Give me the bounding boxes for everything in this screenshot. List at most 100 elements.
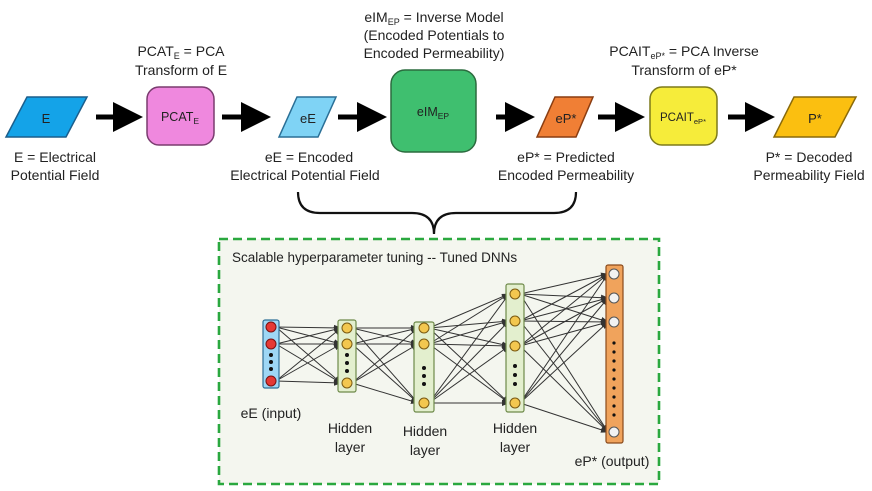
nn-edge-hidden2-1-to-hidden3-1 [428,320,510,345]
nn-node-output-1 [608,292,620,304]
nn-node-hidden2-2 [418,397,430,409]
nn-edge-hidden2-2-to-hidden3-2 [428,345,510,404]
caption-ee-line1: eE = Encoded [265,149,353,165]
nn-edge-hidden2-0-to-hidden3-1 [428,318,510,329]
node-p-shape [772,96,858,138]
nn-ellipsis-dot-output-6 [612,395,616,399]
output-layer-label: eP* (output) [575,453,650,469]
nn-edge-hidden3-3-to-output-1 [519,297,609,404]
nn-edge-hidden3-3-to-output-0 [519,273,609,404]
nn-edge-input-2-to-hidden1-0 [275,327,342,382]
caption-pcat-line1: PCATE = PCA [137,43,225,61]
nn-ellipsis-dot-hidden1-1 [345,361,349,365]
caption-e-line2: Potential Field [11,167,100,183]
nn-node-hidden3-3 [509,397,521,409]
caption-ep-line1: eP* = Predicted [517,149,615,165]
nn-ellipsis-dot-output-2 [612,359,616,363]
nn-ellipsis-dot-output-3 [612,368,616,372]
nn-node-input-0 [265,321,277,333]
nn-edge-hidden3-2-to-output-1 [519,297,609,347]
nn-ellipsis-dot-hidden2-0 [422,366,426,370]
nn-edge-hidden3-0-to-output-1 [519,293,609,301]
node-ee-label: eE [300,111,316,126]
nn-node-hidden2-1 [418,338,430,350]
node-ep-shape [535,96,595,138]
caption-p-line2: Permeability Field [753,167,864,183]
dnn-box [217,237,661,486]
nn-ellipsis-dot-output-8 [612,413,616,417]
nn-edge-hidden1-2-to-hidden2-2 [351,382,419,404]
nn-edge-hidden3-3-to-output-3 [519,402,609,433]
nn-edge-input-2-to-hidden1-1 [275,343,342,382]
node-e-shape [4,96,89,138]
nn-node-hidden3-2 [509,340,521,352]
nn-edge-hidden2-2-to-hidden3-1 [428,320,510,404]
nn-edge-hidden2-2-to-hidden3-0 [428,293,510,404]
nn-ellipsis-dot-output-1 [612,350,616,354]
caption-pcait-line2: Transform of eP* [631,62,737,78]
nn-node-hidden3-0 [509,288,521,300]
node-ee-shape [277,96,338,138]
input-layer-label: eE (input) [241,405,302,421]
caption-ee-line2: Electrical Potential Field [230,167,379,183]
caption-eim-line3: Encoded Permeability) [364,45,505,61]
nn-edge-hidden3-3-to-output-2 [519,321,609,404]
nn-ellipsis-dot-output-7 [612,404,616,408]
nn-node-hidden3-1 [509,315,521,327]
nn-ellipsis-dot-hidden1-0 [345,353,349,357]
node-ep-label: eP* [556,111,577,126]
caption-p-line1: P* = Decoded [766,149,853,165]
node-pcat-shape [146,86,215,146]
nn-ellipsis-dot-output-4 [612,377,616,381]
nn-edge-hidden1-2-to-hidden2-0 [351,327,419,384]
hidden-layer-1-label-line2: layer [335,439,366,455]
node-eim-label: eIMEP [417,105,450,121]
nn-ellipsis-dot-input-0 [269,353,273,357]
nn-node-output-2 [608,316,620,328]
hidden-layer-1-label-line1: Hidden [328,420,372,436]
nn-ellipsis-dot-hidden2-2 [422,382,426,386]
nn-edges [275,272,609,433]
hidden-layer-2-label-line2: layer [410,442,441,458]
nn-edge-hidden3-2-to-output-0 [519,273,609,347]
nn-edge-input-1-to-hidden1-2 [275,343,342,384]
nn-node-input-2 [265,375,277,387]
caption-eim-line1: eIMEP = Inverse Model [364,9,503,27]
nn-edge-hidden3-0-to-output-0 [519,272,609,295]
nn-node-hidden2-0 [418,322,430,334]
hidden-layer-3-label-line2: layer [500,439,531,455]
nn-edge-hidden1-2-to-hidden2-1 [351,343,419,384]
node-pcat-label: PCATE [161,110,199,126]
nn-edge-hidden3-2-to-output-2 [519,320,609,347]
node-pcait-label: PCAITeP* [660,112,706,126]
nn-ellipsis-dot-input-2 [269,367,273,371]
nn-node-hidden1-1 [341,338,353,350]
nn-edge-hidden3-0-to-output-2 [519,293,609,323]
nn-ellipsis-dot-input-1 [269,360,273,364]
caption-pcait-line1: PCAITeP* = PCA Inverse [609,43,759,61]
nn-nodes [265,268,620,438]
caption-eim-line2: (Encoded Potentials to [364,27,505,43]
hidden-layer-3-label-line1: Hidden [493,420,537,436]
node-eim-shape [390,69,477,153]
caption-ep-line2: Encoded Permeability [498,167,634,183]
nn-ellipsis-dot-hidden1-2 [345,369,349,373]
nn-edge-hidden3-1-to-output-0 [519,273,609,322]
nn-edge-hidden3-2-to-output-3 [519,345,609,433]
nn-node-output-0 [608,268,620,280]
nn-edge-hidden2-1-to-hidden3-2 [428,342,510,349]
curly-brace [296,191,578,235]
nn-ellipsis-dot-hidden2-1 [422,374,426,378]
nn-edge-hidden1-0-to-hidden2-2 [351,327,419,404]
nn-edge-input-1-to-hidden1-0 [275,326,342,345]
nn-edge-hidden1-1-to-hidden2-0 [351,326,419,345]
nn-edge-hidden2-0-to-hidden3-2 [428,327,510,348]
nn-edge-hidden2-1-to-hidden3-3 [428,343,510,404]
nn-node-hidden1-0 [341,322,353,334]
nn-edge-input-0-to-hidden1-0 [275,324,342,331]
node-pcait-shape [649,86,718,146]
nn-ellipsis-dot-output-5 [612,386,616,390]
caption-e-line1: E = Electrical [14,149,96,165]
nn-node-hidden1-2 [341,377,353,389]
